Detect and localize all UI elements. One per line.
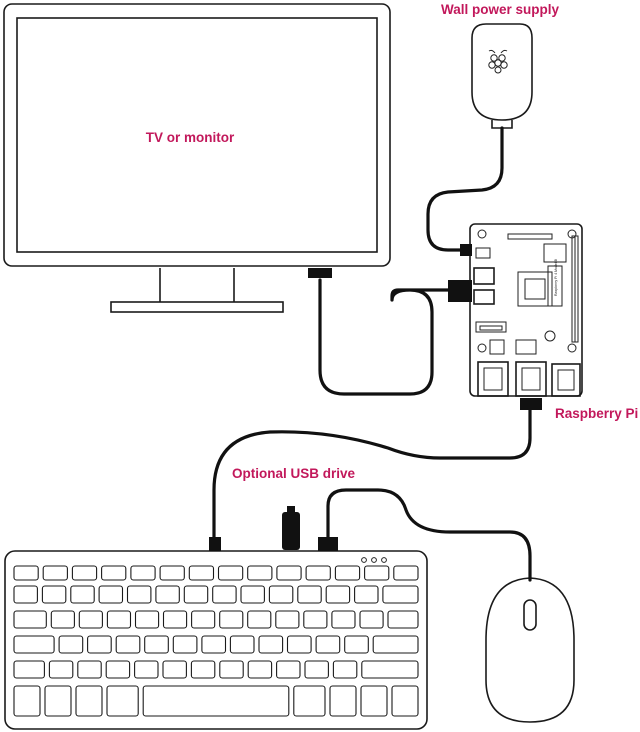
keyboard-key [13, 635, 55, 654]
keyboard-key [190, 660, 216, 679]
keyboard-key [48, 660, 74, 679]
keyboard-key [247, 565, 273, 581]
keyboard-key [58, 635, 84, 654]
monitor-icon [3, 3, 391, 313]
keyboard-key [183, 585, 209, 604]
keyboard-key [126, 585, 152, 604]
keyboard-key [315, 635, 341, 654]
keyboard-key [229, 635, 255, 654]
keyboard-key [361, 660, 419, 679]
keyboard-key [364, 565, 390, 581]
keyboard-key [42, 565, 68, 581]
keyboard-key [393, 565, 419, 581]
keyboard-key [13, 685, 41, 717]
keyboard-key [334, 565, 361, 581]
keyboard-key [304, 660, 329, 679]
keyboard-key [191, 610, 216, 629]
keyboard-key [13, 585, 38, 604]
power-supply-label: Wall power supply [441, 2, 560, 17]
keyboard-key [13, 610, 47, 629]
keyboard-key [305, 565, 331, 581]
keyboard-key [286, 635, 312, 654]
keyboard-key [372, 635, 419, 654]
keyboard-key [329, 685, 357, 717]
keyboard-key [142, 685, 290, 717]
keyboard-key [106, 685, 139, 717]
keyboard-key [130, 565, 156, 581]
keyboard-key [172, 635, 198, 654]
keyboard-key [13, 565, 39, 581]
keyboard-key [13, 660, 45, 679]
keyboard-key [247, 610, 272, 629]
keyboard-key [275, 610, 300, 629]
keyboard-key [201, 635, 227, 654]
keyboard-key [71, 565, 98, 581]
power-cable [426, 126, 504, 252]
keyboard-key [391, 685, 419, 717]
keyboard-key [101, 565, 127, 581]
mouse-icon [485, 577, 575, 723]
keyboard-key [87, 635, 112, 654]
keyboard-key [293, 685, 326, 717]
keyboard-cable [212, 406, 532, 542]
keyboard-key [70, 585, 95, 604]
monitor-hdmi-port [308, 268, 332, 278]
keyboard-key [344, 635, 369, 654]
keyboard-key [331, 610, 356, 629]
raspberry-pi-board-icon: Raspberry Pi 4 Model B [469, 223, 583, 397]
keyboard-key [297, 585, 322, 604]
keyboard-key [105, 660, 131, 679]
keyboard-key [360, 685, 388, 717]
keyboard-key [212, 585, 237, 604]
mouse-cable [326, 488, 532, 582]
keyboard-key [144, 635, 169, 654]
keyboard-key [162, 660, 187, 679]
keyboard-key [78, 610, 103, 629]
keyboard-key [240, 585, 265, 604]
keyboard-key [276, 565, 302, 581]
keyboard-key [359, 610, 384, 629]
keyboard-key [354, 585, 379, 604]
keyboard-icon [4, 550, 428, 730]
usb-drive-label: Optional USB drive [232, 466, 356, 481]
keyboard-key [325, 585, 351, 604]
keyboard-key [77, 660, 102, 679]
keyboard-key [98, 585, 124, 604]
keyboard-key [387, 610, 419, 629]
keyboard-key [50, 610, 75, 629]
keyboard-key [258, 635, 284, 654]
keyboard-key [159, 565, 185, 581]
keyboard-key [188, 565, 215, 581]
monitor-label: TV or monitor [146, 130, 235, 145]
keyboard-key [134, 610, 160, 629]
keyboard-key [134, 660, 159, 679]
keyboard-key [162, 610, 188, 629]
keyboard-key [219, 660, 244, 679]
keyboard-key [75, 685, 103, 717]
keyboard-key [268, 585, 294, 604]
keyboard-key [247, 660, 273, 679]
usb-drive-icon [282, 506, 300, 550]
raspberry-logo-icon [488, 49, 508, 74]
hdmi-cable [318, 278, 456, 396]
keyboard-key [44, 685, 72, 717]
keyboard-key [217, 565, 244, 581]
keyboard-key [219, 610, 244, 629]
keyboard-key [332, 660, 358, 679]
raspberry-pi-label: Raspberry Pi [555, 406, 638, 421]
keyboard-key [106, 610, 132, 629]
keyboard-key [115, 635, 141, 654]
keyboard-key [155, 585, 180, 604]
keyboard-key [382, 585, 419, 604]
pi-board-label: Raspberry Pi 4 Model B [554, 258, 558, 296]
power-supply-icon [471, 23, 533, 129]
keyboard-key [41, 585, 67, 604]
keyboard-key [303, 610, 328, 629]
keyboard-key [276, 660, 301, 679]
